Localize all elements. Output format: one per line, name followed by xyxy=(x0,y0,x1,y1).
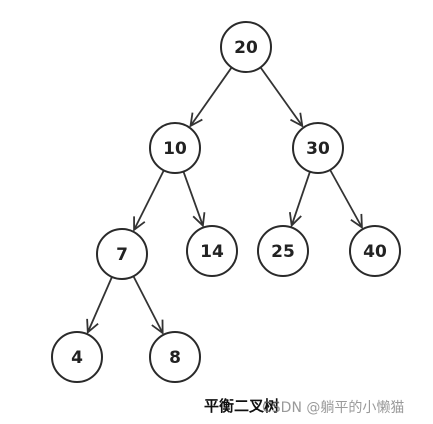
edge-7-to-4 xyxy=(86,276,113,335)
node-label: 40 xyxy=(363,242,387,262)
node-circle xyxy=(149,331,201,383)
arrow-head-icon xyxy=(192,212,206,228)
edge-line xyxy=(86,276,113,333)
edge-line xyxy=(329,169,363,228)
arrow-head-icon xyxy=(86,318,99,335)
node-label: 14 xyxy=(200,242,224,262)
tree-node-4: 4 xyxy=(51,331,103,383)
node-circle xyxy=(220,21,272,73)
tree-node-14: 14 xyxy=(186,225,238,277)
edge-line xyxy=(189,66,233,127)
node-circle xyxy=(96,228,148,280)
edge-7-to-8 xyxy=(132,275,164,335)
edge-line xyxy=(133,169,165,231)
watermark-text: CSDN @躺平的小懒猫 xyxy=(262,400,405,416)
edge-line xyxy=(290,171,311,226)
node-label: 10 xyxy=(163,139,187,159)
edge-30-to-25 xyxy=(288,171,311,228)
node-label: 20 xyxy=(234,38,258,58)
tree-node-40: 40 xyxy=(349,225,401,277)
node-label: 7 xyxy=(116,245,128,265)
node-circle xyxy=(257,225,309,277)
arrow-head-icon xyxy=(290,112,304,128)
edge-line xyxy=(259,66,304,127)
node-circle xyxy=(349,225,401,277)
tree-node-8: 8 xyxy=(149,331,201,383)
node-circle xyxy=(292,122,344,174)
edge-10-to-7 xyxy=(133,169,165,232)
tree-node-7: 7 xyxy=(96,228,148,280)
arrow-head-icon xyxy=(151,319,164,335)
edges-layer xyxy=(86,66,363,335)
arrow-head-icon xyxy=(189,112,203,128)
node-label: 30 xyxy=(306,139,330,159)
node-label: 4 xyxy=(71,348,83,368)
arrow-head-icon xyxy=(350,213,363,230)
node-label: 8 xyxy=(169,348,181,368)
arrow-head-icon xyxy=(288,212,302,228)
edge-10-to-14 xyxy=(182,171,206,228)
nodes-layer: 20 10 30 7 14 25 40 4 8 xyxy=(51,21,401,383)
arrow-head-icon xyxy=(133,216,146,232)
tree-node-25: 25 xyxy=(257,225,309,277)
edge-20-to-10 xyxy=(189,66,233,128)
edge-20-to-30 xyxy=(259,66,304,128)
edge-line xyxy=(182,171,204,226)
node-circle xyxy=(186,225,238,277)
node-circle xyxy=(149,122,201,174)
tree-node-20: 20 xyxy=(220,21,272,73)
edge-30-to-40 xyxy=(329,169,363,230)
tree-node-30: 30 xyxy=(292,122,344,174)
edge-line xyxy=(132,275,164,334)
node-circle xyxy=(51,331,103,383)
tree-node-10: 10 xyxy=(149,122,201,174)
diagram-caption: 平衡二叉树 xyxy=(204,397,280,415)
node-label: 25 xyxy=(271,242,295,262)
